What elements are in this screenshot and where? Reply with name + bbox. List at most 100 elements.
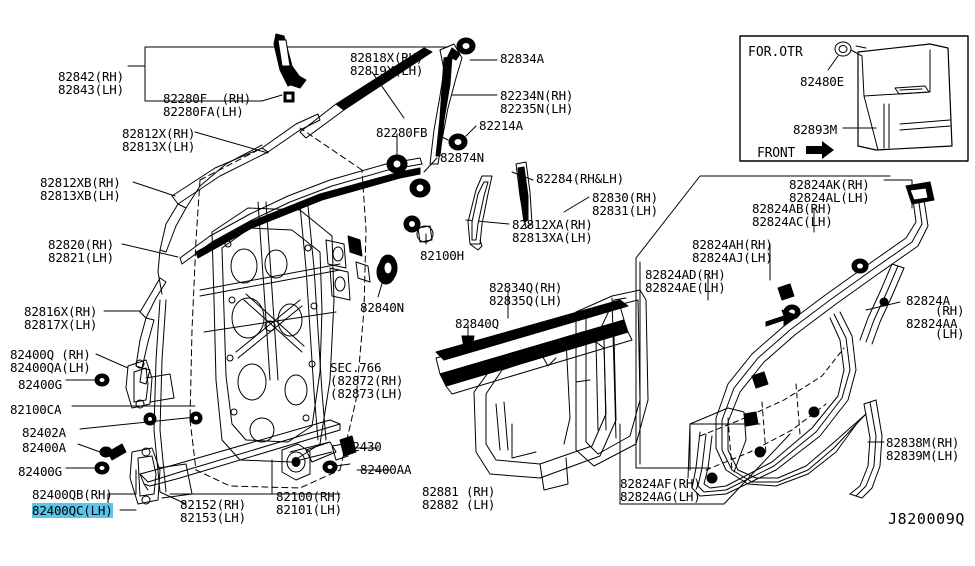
- part-number-text: 82812X(RH): [122, 126, 196, 141]
- part-number-label: 82234N(RH)82235N(LH): [500, 89, 573, 115]
- part-number-label: 82840Q: [455, 317, 499, 331]
- part-number-text: 82824AL(LH): [789, 190, 870, 205]
- part-number-text: 82830(RH): [592, 190, 658, 205]
- selected-part-number: 82400QC(LH): [32, 503, 113, 518]
- part-number-label: 82824AK(RH)82824AL(LH): [789, 178, 870, 204]
- part-number-label: 82824AF(RH)82824AG(LH): [620, 477, 701, 503]
- part-number-text: 82812XA(RH): [512, 217, 593, 232]
- part-number-label: 82400G: [18, 464, 62, 479]
- part-number-label: 82830(RH)82831(LH): [592, 191, 658, 217]
- part-number-label: 82400AA: [360, 463, 411, 477]
- part-number-text: 82430: [345, 439, 382, 454]
- part-number-text: 82835Q(LH): [489, 293, 563, 308]
- part-number-label: 82400G: [18, 377, 62, 392]
- part-number-text: 82840N: [360, 300, 404, 315]
- part-number-label: 82152(RH)82153(LH): [180, 498, 246, 524]
- part-number-text: 82819X(LH): [350, 63, 424, 78]
- part-number-label: 82838M(RH)82839M(LH): [886, 436, 959, 462]
- part-number-text: 82812XB(RH): [40, 175, 121, 190]
- part-number-label: 82280F (RH)82280FA(LH): [163, 92, 251, 118]
- part-number-text: 82235N(LH): [500, 101, 574, 116]
- part-number-text: 82400QA(LH): [10, 360, 91, 375]
- clip-parts: [378, 254, 475, 349]
- part-number-label: (RH): [935, 304, 965, 318]
- part-number-text: 82817X(LH): [24, 317, 98, 332]
- part-number-text: 82400G: [18, 464, 62, 479]
- part-number-label: 82430: [345, 439, 382, 454]
- belt-moulding: [435, 299, 633, 395]
- part-number-text: 82284(RH&LH): [536, 171, 624, 186]
- part-number-text: 82838M(RH): [886, 435, 960, 450]
- part-number-text: 82839M(LH): [886, 448, 960, 463]
- part-number-label: 82881 (RH)82882 (LH): [422, 485, 495, 511]
- part-number-text: 82824AD(RH): [645, 267, 726, 282]
- part-number-text: 82824AK(RH): [789, 177, 870, 192]
- part-number-text: 82824AG(LH): [620, 489, 701, 504]
- diagram-id-code: J820009Q: [888, 510, 966, 528]
- part-number-text: 82152(RH): [180, 497, 246, 512]
- lower-trim-panel: [473, 297, 627, 491]
- part-number-label: FRONT: [757, 146, 796, 161]
- part-number-text: 82824AE(LH): [645, 280, 726, 295]
- part-number-text: 82881 (RH): [422, 484, 496, 499]
- part-number-text: (82872(RH): [330, 373, 404, 388]
- part-number-text: 82280FB: [376, 125, 428, 140]
- center-pillar-parts: [299, 37, 533, 251]
- part-number-label: 82214A: [479, 118, 523, 133]
- part-number-label: 82400Q (RH)82400QA(LH): [10, 348, 91, 374]
- part-number-label: 82820(RH)82821(LH): [48, 238, 114, 264]
- lower-hardware: [139, 419, 357, 491]
- part-number-label: 82402A: [22, 426, 66, 440]
- part-number-text: 82824AC(LH): [752, 214, 833, 229]
- part-number-label: 82842(RH)82843(LH): [58, 70, 124, 96]
- part-number-text: 82280F (RH): [163, 91, 251, 106]
- part-number-text: 82824AB(RH): [752, 201, 833, 216]
- part-number-text: 82813X(LH): [122, 139, 196, 154]
- part-number-label: 82824AD(RH)82824AE(LH): [645, 268, 726, 294]
- part-number-label: 82874N: [440, 151, 484, 165]
- part-number-text: 82813XB(LH): [40, 188, 121, 203]
- part-number-label: 82400A: [22, 440, 66, 455]
- part-number-text: 82882 (LH): [422, 497, 496, 512]
- part-number-label: 82893M: [793, 123, 837, 137]
- part-number-text: 82214A: [479, 118, 523, 133]
- part-number-text: 82400G: [18, 377, 62, 392]
- part-number-text: (82873(LH): [330, 386, 404, 401]
- part-number-text: 82234N(RH): [500, 88, 574, 103]
- part-number-label: 82812XA(RH)82813XA(LH): [512, 218, 593, 244]
- part-number-label: 82100H: [420, 248, 464, 263]
- part-number-text: 82834A: [500, 51, 544, 66]
- part-number-text: FOR.OTR: [748, 45, 803, 60]
- part-number-text: 82100CA: [10, 402, 62, 417]
- part-number-text: 82843(LH): [58, 82, 124, 97]
- part-number-label: 82400QB(RH): [32, 488, 113, 502]
- leader-lines-left: [65, 46, 449, 511]
- part-number-label: (LH): [935, 326, 965, 341]
- part-number-text: FRONT: [757, 146, 796, 161]
- part-number-label: 82284(RH&LH): [536, 171, 624, 186]
- part-number-label: 82840N: [360, 300, 404, 315]
- part-number-text: 82824AF(RH): [620, 476, 701, 491]
- part-number-text: (LH): [935, 326, 965, 341]
- part-number-text: 82400A: [22, 440, 66, 455]
- part-number-text: 82818X(RH): [350, 50, 424, 65]
- part-number-label: 82812XB(RH)82813XB(LH): [40, 176, 121, 202]
- part-number-label: 82824AA: [906, 317, 957, 331]
- part-number-text: 82280FA(LH): [163, 104, 244, 119]
- part-number-text: 82100(RH): [276, 489, 342, 504]
- part-number-text: 82821(LH): [48, 250, 114, 265]
- part-number-text: 82824A: [906, 293, 950, 308]
- part-number-text: 82816X(RH): [24, 304, 98, 319]
- part-number-text: 82400Q (RH): [10, 347, 91, 362]
- inset-box: [739, 35, 969, 162]
- part-number-text: 82820(RH): [48, 237, 114, 252]
- part-number-label: FOR.OTR: [748, 45, 803, 60]
- part-number-label: 82100CA: [10, 402, 62, 417]
- part-number-text: 82101(LH): [276, 502, 342, 517]
- part-number-text: 82100H: [420, 248, 464, 263]
- part-number-label: 82100(RH)82101(LH): [276, 490, 342, 516]
- part-number-text: SEC.766: [330, 360, 382, 375]
- part-number-text: 82824AH(RH): [692, 237, 773, 252]
